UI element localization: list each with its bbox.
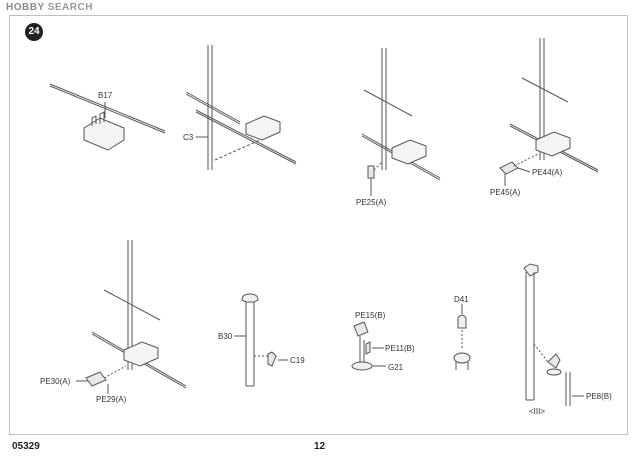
watermark-brand: HOBBY: [6, 2, 45, 13]
part-d41-base: [453, 352, 471, 364]
assembly-pe8: [523, 263, 584, 406]
part-c19: [267, 351, 277, 367]
assembly-pe30: [76, 240, 187, 394]
guide-line: [533, 343, 549, 363]
label-pe15b: PE15(B): [355, 311, 386, 320]
radar-box: [245, 115, 281, 141]
radar-box: [535, 131, 571, 157]
label-pe44a: PE44(A): [532, 168, 563, 177]
part-pe30-plate: [85, 371, 107, 387]
label-pe25a: PE25(A): [356, 198, 387, 207]
label-pe29a: PE29(A): [96, 395, 127, 404]
assembly-d41: [453, 304, 471, 370]
part-labels: B17 C3 PE25(A) PE44(A) PE45(A) PE30(A) P…: [40, 91, 612, 416]
page-number: 12: [314, 441, 326, 452]
label-pe8b: PE8(B): [586, 392, 612, 401]
part-pe15: [353, 321, 369, 337]
leader-line: [517, 167, 531, 173]
assembly-pe15: [351, 321, 386, 371]
label-c19: C19: [290, 356, 305, 365]
assembly-pe25: [361, 48, 441, 196]
label-pe11b: PE11(B): [385, 344, 415, 353]
watermark-logo: HOBBY SEARCH: [6, 2, 93, 13]
part-b17-detail: [91, 111, 105, 126]
yard-upper: [185, 91, 241, 123]
part-pe8-fitting: [547, 353, 561, 369]
pole-cap: [241, 293, 259, 303]
guide-line: [373, 161, 383, 171]
label-c3: C3: [183, 133, 194, 142]
part-pe25-bracket: [367, 165, 375, 179]
label-d41: D41: [454, 295, 469, 304]
part-pe11: [365, 341, 371, 355]
step-number-badge: 24: [25, 23, 43, 41]
part-pe44-plate: [499, 161, 519, 175]
radar-box: [123, 341, 159, 367]
yard-lower: [195, 109, 297, 163]
assembly-b30: [234, 293, 288, 387]
label-pe45a: PE45(A): [490, 188, 521, 197]
yardarm-line: [49, 83, 166, 132]
part-b17-body: [83, 117, 125, 151]
assembly-c3: [185, 45, 297, 170]
product-code: 05329: [12, 441, 40, 452]
part-pe8-base: [546, 368, 562, 376]
label-b17: B17: [98, 91, 113, 100]
part-d41: [457, 314, 467, 329]
page-frame: [9, 15, 628, 435]
guide-line: [513, 153, 539, 167]
label-view-marker: <III>: [529, 407, 545, 416]
part-g21-base: [351, 361, 373, 371]
label-g21: G21: [388, 363, 404, 372]
watermark-suffix: SEARCH: [47, 2, 93, 13]
radar-box: [391, 139, 427, 165]
assembly-pe44: [499, 38, 599, 186]
yard-upper: [521, 77, 569, 103]
yard-upper: [185, 93, 241, 125]
yard-upper: [103, 289, 161, 321]
yard-upper: [363, 89, 413, 117]
yardarm-line: [49, 85, 166, 134]
yard-lower: [195, 111, 297, 165]
assembly-b17: [49, 83, 166, 151]
guide-line: [214, 139, 261, 161]
label-b30: B30: [218, 332, 233, 341]
guide-line: [103, 365, 127, 379]
label-pe30a: PE30(A): [40, 377, 71, 386]
